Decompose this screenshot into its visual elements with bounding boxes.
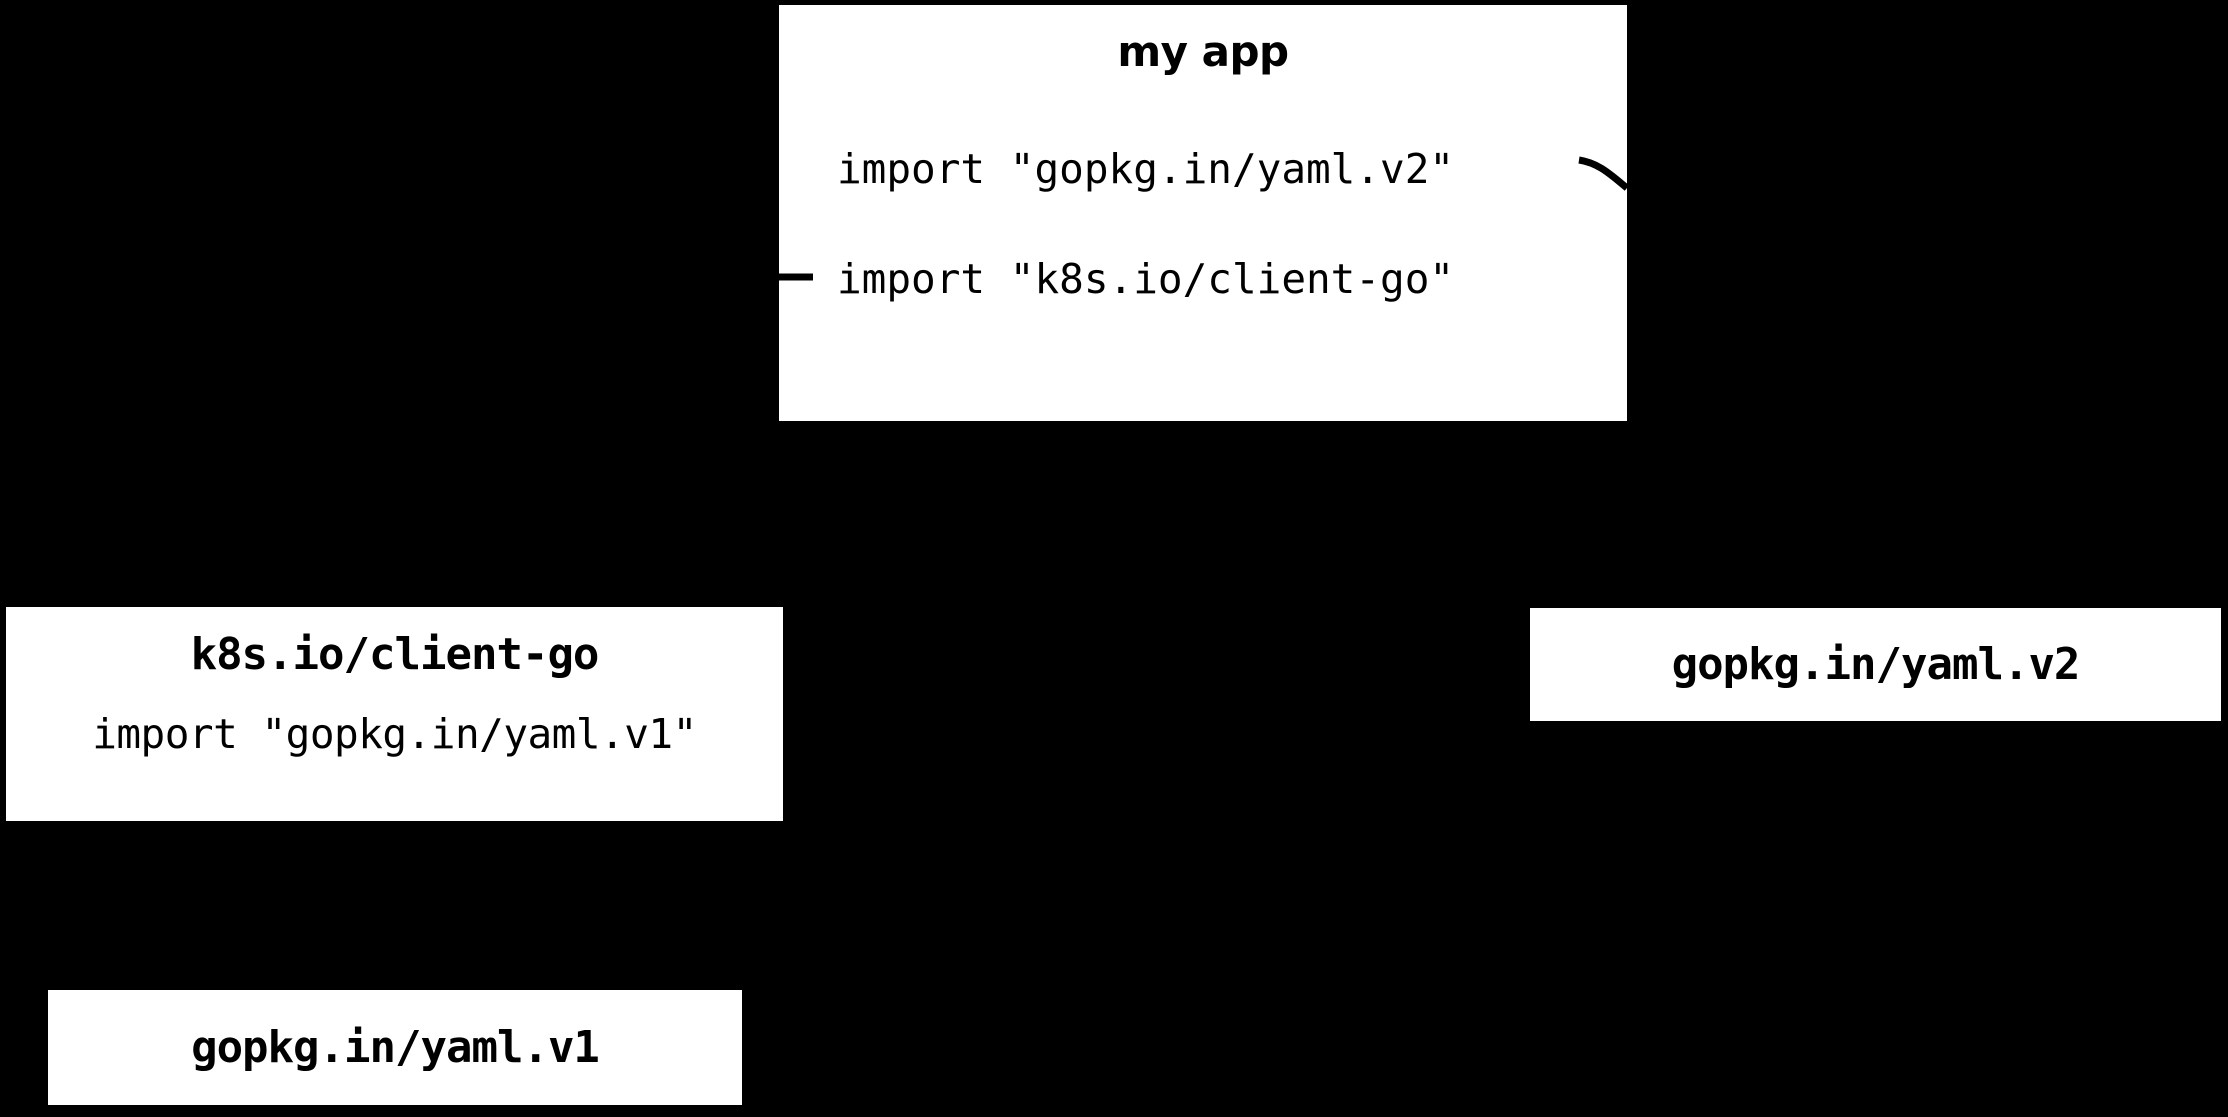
node-gopkg-in-yaml-v1[interactable]: gopkg.in/yaml.v1	[48, 990, 742, 1105]
node-my-app[interactable]: my app import "gopkg.in/yaml.v2" import …	[779, 5, 1627, 421]
node-gopkg-in-yaml-v1-title: gopkg.in/yaml.v1	[191, 1022, 600, 1073]
node-my-app-title: my app	[1117, 27, 1289, 76]
node-k8s-io-client-go[interactable]: k8s.io/client-go import "gopkg.in/yaml.v…	[6, 607, 783, 821]
node-gopkg-in-yaml-v2-title: gopkg.in/yaml.v2	[1671, 639, 2081, 690]
node-k8s-io-client-go-title: k8s.io/client-go	[190, 629, 600, 680]
import-statement-yaml-v1[interactable]: import "gopkg.in/yaml.v1"	[92, 710, 697, 758]
node-gopkg-in-yaml-v2[interactable]: gopkg.in/yaml.v2	[1530, 608, 2221, 721]
import-statement-client-go[interactable]: import "k8s.io/client-go"	[837, 254, 1455, 303]
node-my-app-import-list: import "gopkg.in/yaml.v2" import "k8s.io…	[779, 114, 1627, 334]
import-statement-yaml-v2[interactable]: import "gopkg.in/yaml.v2"	[837, 144, 1455, 193]
